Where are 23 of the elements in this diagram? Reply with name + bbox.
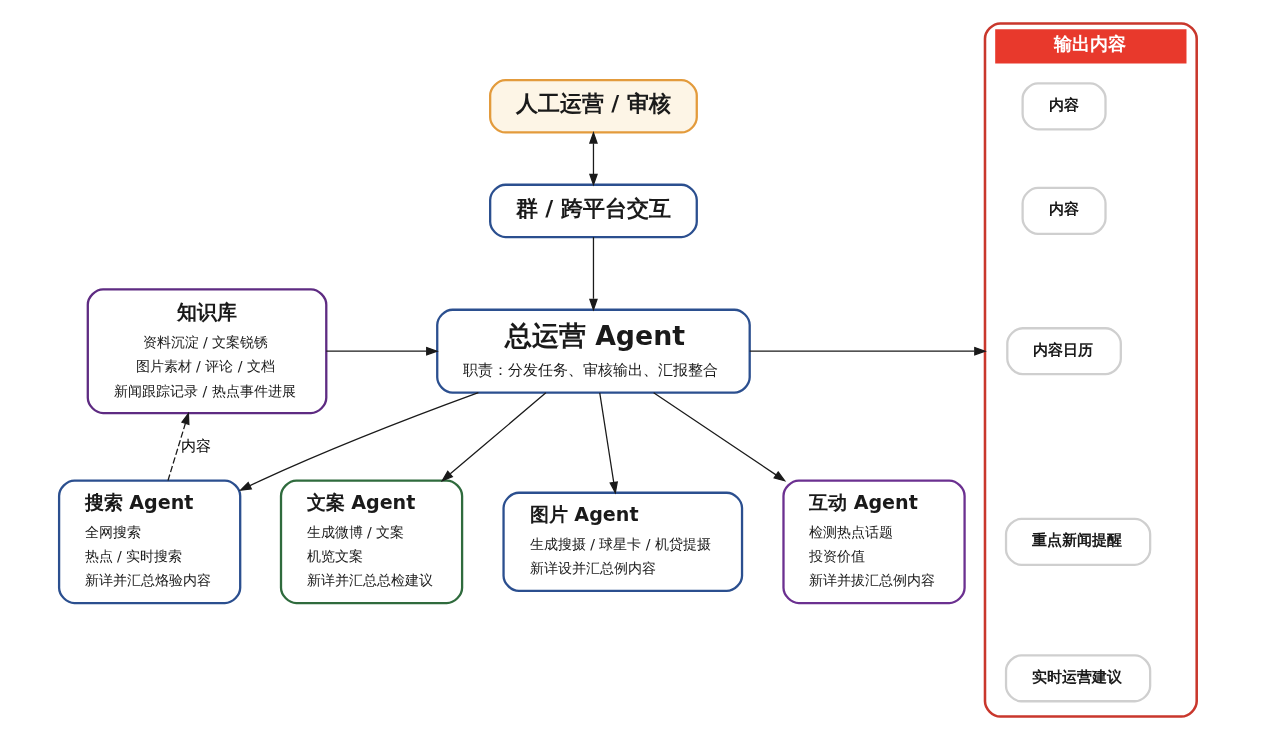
node-box: 知识库 资料沉淀 / 文案锐锈 图片素材 / 评论 / 文档 新闻跟踪记录 / 热点事件进展 [86, 288, 327, 415]
node-box: 群 / 跨平台交互 [488, 183, 698, 239]
node-box: 图片 Agent 生成搜摄 / 球星卡 / 机贷提摄 新详设并汇总例内容 [501, 491, 743, 593]
node-box: 互动 Agent 检测热点话题 投资价值 新详并拔汇总例内容 [781, 479, 966, 605]
arrow [598, 392, 618, 495]
arrow [588, 130, 598, 187]
node-box: 内容 [1020, 82, 1107, 131]
node-box: 实时运营建议 [1004, 654, 1151, 703]
arrow [325, 346, 439, 356]
node-box: 内容 [1020, 186, 1107, 235]
node-box: 人工运营 / 审核 [488, 79, 698, 134]
arrow [166, 411, 189, 482]
arrow [652, 392, 786, 482]
arrow [748, 346, 987, 356]
node-box: 总运营 Agent 职责：分发任务、审核输出、汇报整合 [435, 308, 751, 394]
node-box: 搜索 Agent 全网搜索 热点 / 实时搜索 新详并汇总烙验内容 [57, 479, 241, 605]
node-box: 文案 Agent 生成微博 / 文案 机览文案 新详并汇总总检建议 [279, 479, 463, 605]
node-box: 内容日历 [1005, 327, 1122, 376]
node-box: 重点新闻提醒 [1004, 517, 1151, 566]
arrow [588, 236, 598, 312]
arrow [440, 392, 546, 482]
edge-label: 内容 [180, 436, 211, 455]
arrow [238, 392, 479, 492]
